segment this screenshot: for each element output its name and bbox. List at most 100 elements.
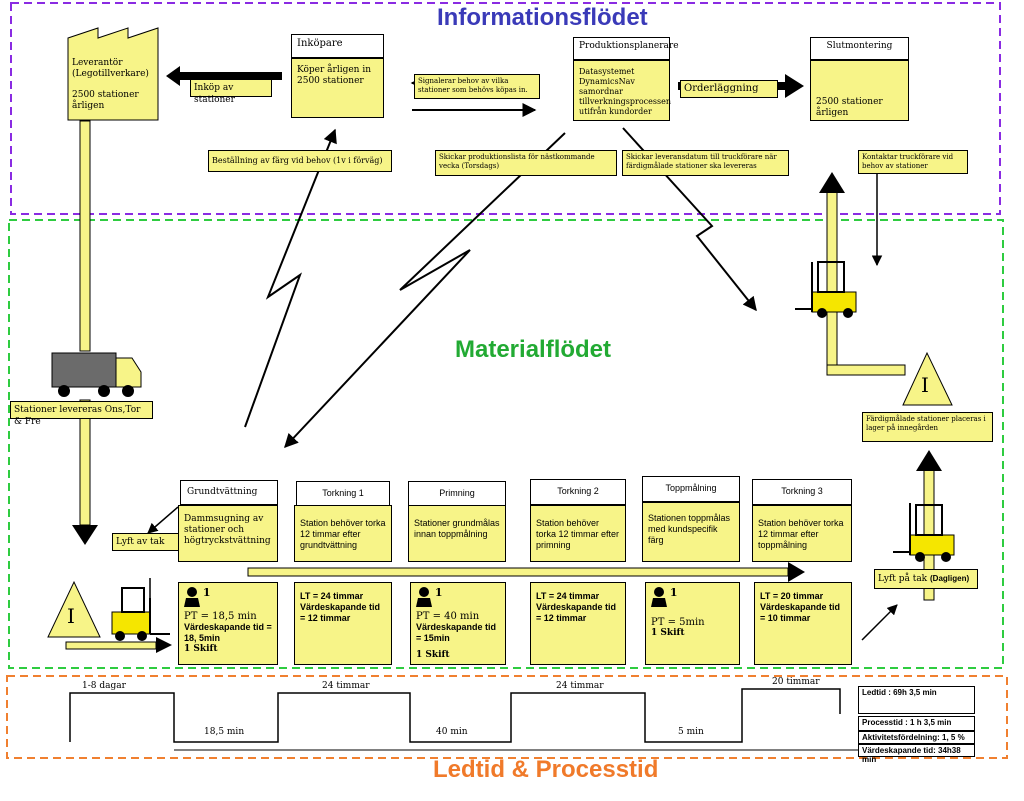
lift-on-text: Lyft på tak (878, 574, 928, 584)
leadtime-summary: Ledtid : 69h 3,5 min (858, 686, 975, 714)
right-push-bar-horizontal (826, 364, 906, 376)
supplier-volume: 2500 stationer årligen (72, 90, 139, 111)
supplier-label: Leverantör (Legotillverkare) 2500 statio… (72, 58, 158, 112)
shift-5: 1 Skift (651, 628, 685, 638)
process-6-title: Torkning 3 (752, 479, 852, 505)
process-time-label-2: 40 min (436, 727, 468, 737)
lift-on-arrow (861, 604, 898, 641)
operator-count-3: 1 (416, 587, 500, 611)
color-order-lightning (244, 128, 337, 428)
information-flow-title: Informationsflödet (437, 4, 648, 31)
process-1-box: Dammsugning av stationer och högtryckstv… (178, 505, 278, 562)
process-2-box: Station behöver torka 12 timmar efter gr… (294, 505, 392, 562)
prodlist-lightning (284, 132, 566, 449)
wait-label-3: 24 timmar (556, 681, 604, 691)
wait-label-2: 24 timmar (322, 681, 370, 691)
pt-value-1: PT = 18,5 min (184, 611, 257, 622)
color-order-note: Beställning av färg vid behov (1v i förv… (208, 150, 392, 172)
final-assembly-body: 2500 stationer årligen (816, 97, 883, 118)
operator-count-5: 1 (651, 587, 734, 617)
data-box-6: LT = 20 timmar Värdeskapande tid = 10 ti… (754, 582, 852, 665)
operator-count-1: 1 (184, 587, 272, 611)
operator-count-text: 1 (202, 586, 211, 599)
prodlist-note: Skickar produktionslista för nästkommand… (435, 150, 617, 176)
delivery-date-note: Skickar leveransdatum till truckförare n… (622, 150, 789, 176)
push-bar-left (65, 641, 157, 650)
value-added-summary: Värdeskapande tid: 34h38 min (858, 744, 975, 764)
timeline-line (69, 688, 841, 743)
supplier-name: Leverantör (72, 58, 123, 68)
forklift-icon-right-lower (893, 503, 955, 562)
operator-icon (184, 587, 200, 607)
operator-count-text: 1 (669, 586, 678, 599)
purchaser-box: Köper årligen in 2500 stationer (291, 58, 384, 118)
planner-box: Datasystemet DynamicsNav samordnar tillv… (573, 60, 671, 121)
value-added-4: Värdeskapande tid = 12 timmar (536, 602, 617, 623)
contact-note: Kontaktar truckförare vid behov av stati… (858, 150, 968, 174)
truck-cab-icon (115, 357, 142, 388)
shift-1: 1 Skift (184, 644, 218, 654)
process-time-label-3: 5 min (678, 727, 704, 737)
pt-value-5: PT = 5min (651, 617, 705, 628)
operator-count-text: 1 (434, 586, 443, 599)
inventory-left-icon (47, 580, 101, 638)
shift-3: 1 Skift (416, 650, 450, 660)
supplier-factory-icon (67, 27, 159, 121)
wait-label-1: 1-8 dagar (82, 681, 126, 691)
data-box-5: 1 PT = 5min 1 Skift (645, 582, 740, 665)
lift-on-label: Lyft på tak (Dagligen) (874, 569, 978, 589)
purchase-note: Inköp av stationer (190, 79, 272, 105)
order-note: Orderläggning (680, 80, 778, 98)
supplier-subtitle: (Legotillverkare) (72, 69, 149, 79)
material-zone (8, 219, 1004, 669)
process-time-label-1: 18,5 min (204, 727, 245, 737)
right-push-bar-vertical (826, 191, 838, 368)
process-4-box: Station behöver torka 12 timmar efter pr… (530, 505, 626, 562)
value-added-1: Värdeskapande tid = 18, 5min (184, 622, 272, 643)
lift-off-label: Lyft av tak (112, 533, 182, 551)
supplier-push-arrowhead (72, 525, 98, 545)
process-5-title: Toppmålning (642, 476, 740, 502)
inventory-left-glyph: I (67, 604, 75, 628)
information-zone (10, 2, 1001, 215)
process-5-box: Stationen toppmålas med kundspecifik fär… (642, 502, 740, 562)
value-added-3: Värdeskapande tid = 15min (416, 622, 497, 643)
planner-body: Datasystemet DynamicsNav samordnar tillv… (579, 67, 671, 116)
purchase-arrow (166, 66, 282, 86)
operator-icon (416, 587, 432, 607)
leadtime-zone (6, 675, 1008, 759)
data-box-4: LT = 24 timmar Värdeskapande tid = 12 ti… (530, 582, 626, 665)
inventory-right-glyph: I (921, 373, 929, 397)
material-flow-title: Materialflödet (455, 336, 612, 363)
delivery-date-lightning (622, 127, 757, 312)
data-box-3: 1 PT = 40 min Värdeskapande tid = 15min … (410, 582, 506, 665)
process-1-title: Grundtvättning (180, 480, 278, 505)
value-added-2: Värdeskapande tid = 12 timmar (300, 602, 381, 623)
process-3-box: Stationer grundmålas innan toppmålning (408, 505, 506, 562)
inventory-right-icon (902, 351, 953, 406)
lt-value-2: LT = 24 timmar (300, 591, 364, 601)
signal-note: Signalerar behov av vilka stationer som … (414, 74, 540, 99)
purchaser-body: Köper årligen in 2500 stationer (297, 65, 371, 86)
activity-summary: Aktivitetsfördelning: 1, 5 % (858, 731, 975, 744)
truck-label: Stationer levereras Ons,Tor & Fre (10, 401, 153, 427)
wait-label-4: 20 timmar (772, 677, 820, 687)
leadtime-title: Ledtid & Processtid (433, 756, 659, 783)
forklift-icon-right-upper (795, 261, 857, 318)
lift-off-arrow (147, 506, 179, 534)
pt-value-3: PT = 40 min (416, 611, 480, 622)
storage-note: Färdigmålade stationer placeras i lager … (862, 412, 993, 442)
processtime-summary: Processtid : 1 h 3,5 min (858, 716, 975, 731)
lift-on-frequency: (Dagligen) (930, 574, 970, 583)
supplier-push-bar (79, 120, 91, 352)
lt-value-4: LT = 24 timmar (536, 591, 600, 601)
truck-cargo-icon (51, 352, 117, 388)
forklift-icon-bottom-left (111, 587, 170, 641)
process-3-title: Primning (408, 481, 506, 507)
planner-title: Produktionsplanerare (573, 37, 679, 60)
data-box-2: LT = 24 timmar Värdeskapande tid = 12 ti… (294, 582, 392, 665)
data-box-1: 1 PT = 18,5 min Värdeskapande tid = 18, … (178, 582, 278, 665)
final-assembly-title: Slutmontering (810, 37, 909, 60)
lt-value-6: LT = 20 timmar (760, 591, 824, 601)
